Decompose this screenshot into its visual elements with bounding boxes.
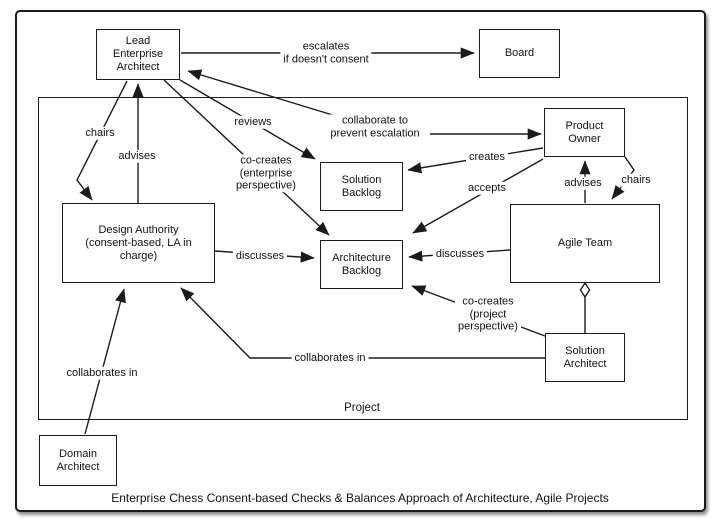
edge-label-collaborates-in-bottom: collaborates in [63, 366, 141, 380]
edge-label-co-creates-enterprise: co-creates (enterprise perspective) [233, 154, 299, 192]
node-label: charge) [119, 249, 158, 262]
node-label: (consent-based, LA in [85, 236, 192, 249]
diagram-caption: Enterprise Chess Consent-based Checks & … [111, 491, 609, 505]
edge-label-line: collaborate to [341, 114, 409, 127]
node-label: Board [504, 47, 535, 59]
edge-label-line: perspective) [458, 320, 518, 333]
node-board: Board [479, 29, 560, 78]
node-label: Architect [563, 357, 607, 370]
edge-label-chairs-right: chairs [618, 173, 654, 187]
node-label: Architect [116, 61, 160, 73]
node-lead-enterprise-architect: Lead Enterprise Architect [96, 29, 180, 80]
node-label: Solution [565, 344, 605, 357]
node-solution-architect: Solution Architect [545, 333, 625, 382]
node-label: Backlog [341, 264, 382, 277]
node-label: Owner [568, 132, 601, 145]
node-product-owner: Product Owner [544, 108, 625, 157]
node-label: Architecture [332, 251, 391, 264]
node-label: Backlog [341, 186, 382, 199]
edge-label-creates: creates [465, 150, 509, 164]
node-architecture-backlog: Architecture Backlog [320, 240, 403, 289]
edge-label-advises-left: advises [115, 149, 159, 163]
node-agile-team: Agile Team [510, 204, 660, 283]
edge-label-escalates: escalates if doesn't consent [280, 40, 372, 66]
edge-label-reviews: reviews [231, 115, 275, 129]
node-label: Architect [56, 460, 100, 473]
edge-label-collaborates-in-middle: collaborates in [291, 351, 369, 365]
edge-label-co-creates-project: co-creates (project perspective) [455, 295, 521, 333]
edge-label-line: escalates [302, 40, 350, 53]
edge-label-chairs-left: chairs [82, 126, 118, 140]
node-label: Solution [341, 173, 382, 186]
node-label: Agile Team [557, 237, 613, 249]
edge-label-advises-right: advises [561, 176, 605, 190]
edge-label-line: prevent escalation [330, 127, 420, 139]
node-label: Design Authority [98, 223, 179, 236]
node-label: Enterprise [112, 48, 164, 60]
node-design-authority: Design Authority (consent-based, LA in c… [62, 203, 215, 283]
edge-label-line: (enterprise [239, 166, 293, 179]
edge-label-line: (project [469, 307, 507, 320]
node-label: Domain [59, 447, 97, 460]
edge-label-line: perspective) [236, 179, 296, 192]
edge-label-collaborate-prevent: collaborate to prevent escalation [327, 114, 423, 140]
edge-label-line: co-creates [240, 154, 292, 167]
edge-label-discusses-right: discusses [432, 247, 488, 261]
edge-label-line: co-creates [462, 295, 514, 308]
edge-label-line: if doesn't consent [283, 53, 369, 65]
edge-label-discusses-left: discusses [232, 249, 288, 263]
node-label: Product [565, 119, 604, 132]
node-solution-backlog: Solution Backlog [320, 162, 403, 211]
node-domain-architect: Domain Architect [39, 435, 117, 486]
project-container-label: Project [344, 402, 380, 414]
node-label: Lead [125, 35, 151, 47]
edge-label-accepts: accepts [465, 181, 509, 195]
